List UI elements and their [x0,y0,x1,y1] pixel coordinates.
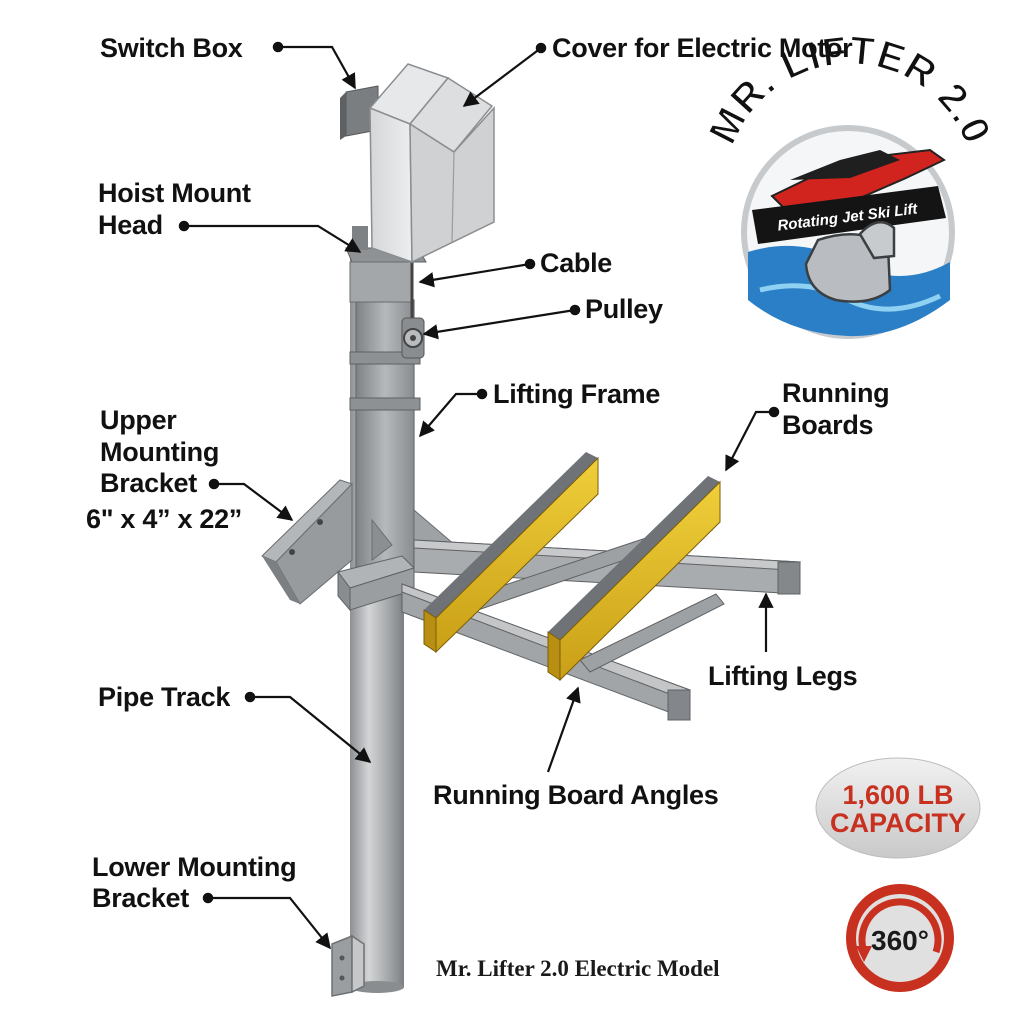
label-running-board-angles: Running Board Angles [433,780,719,810]
rotation-badge: 360° [846,884,954,992]
label-lower-bracket-1: Lower Mounting [92,852,297,882]
running-board-left [423,452,599,654]
label-upper-bracket-2: Mounting [100,437,220,467]
running-boards [423,452,721,682]
label-cable: Cable [540,248,613,278]
motor-cover [368,63,495,264]
label-cover-motor: Cover for Electric Motor [552,33,853,63]
leader-running-board-angles [546,686,581,773]
leader-cover-motor [462,42,547,107]
leader-running-boards [725,406,780,472]
leader-pulley [422,304,581,340]
rotation-arrow-icon [858,898,942,954]
label-switch-box: Switch Box [100,33,243,63]
label-lifting-frame: Lifting Frame [493,379,661,409]
capacity-line-1: 1,600 LB [842,780,953,810]
leader-hoist-mount [178,220,362,253]
label-running-boards-2: Boards [782,410,874,440]
label-lifting-legs: Lifting Legs [708,661,858,691]
leader-lines [178,41,780,950]
leader-switch-box [272,41,356,90]
label-running-boards-1: Running [782,378,890,408]
pulley [401,317,425,359]
upper-mounting-bracket [261,479,353,605]
leader-upper-bracket [208,478,294,521]
label-upper-bracket-1: Upper [100,405,177,435]
rotation-text: 360° [871,925,929,956]
leader-pipe-track [244,691,372,763]
logo-banner [752,186,946,244]
model-caption: Mr. Lifter 2.0 Electric Model [436,956,720,981]
label-hoist-mount-2: Head [98,210,163,240]
leader-lifting-frame [418,388,488,438]
leader-lower-bracket [202,892,331,950]
label-upper-bracket-3: Bracket [100,468,197,498]
label-upper-bracket-dims: 6" x 4” x 22” [86,504,243,534]
capacity-badge: 1,600 LB CAPACITY [815,757,981,859]
label-pipe-track: Pipe Track [98,682,231,712]
mr-lifter-logo: MR. LIFTER 2.0 Rotating Jet Ski Lift [700,28,999,339]
label-hoist-mount-1: Hoist Mount [98,178,251,208]
capacity-line-2: CAPACITY [830,808,966,838]
leader-cable [418,258,536,288]
lower-mounting-bracket [331,934,365,997]
label-pulley: Pulley [585,294,663,324]
running-board-right [547,476,721,682]
label-lower-bracket-2: Bracket [92,883,189,913]
